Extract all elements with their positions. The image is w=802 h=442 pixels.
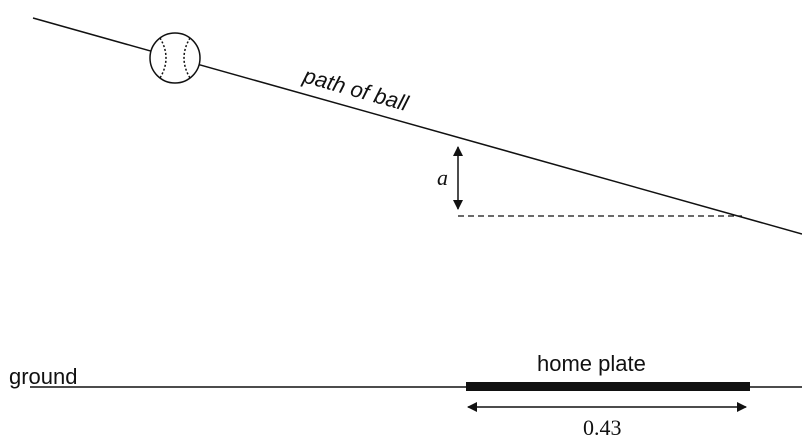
home-plate-label: home plate <box>537 351 646 376</box>
ground-label: ground <box>9 364 78 389</box>
plate-width-label: 0.43 <box>583 415 622 440</box>
ball-path-line <box>32 17 802 235</box>
height-label: a <box>437 165 448 190</box>
home-plate <box>466 382 750 391</box>
baseball-icon <box>149 32 201 84</box>
